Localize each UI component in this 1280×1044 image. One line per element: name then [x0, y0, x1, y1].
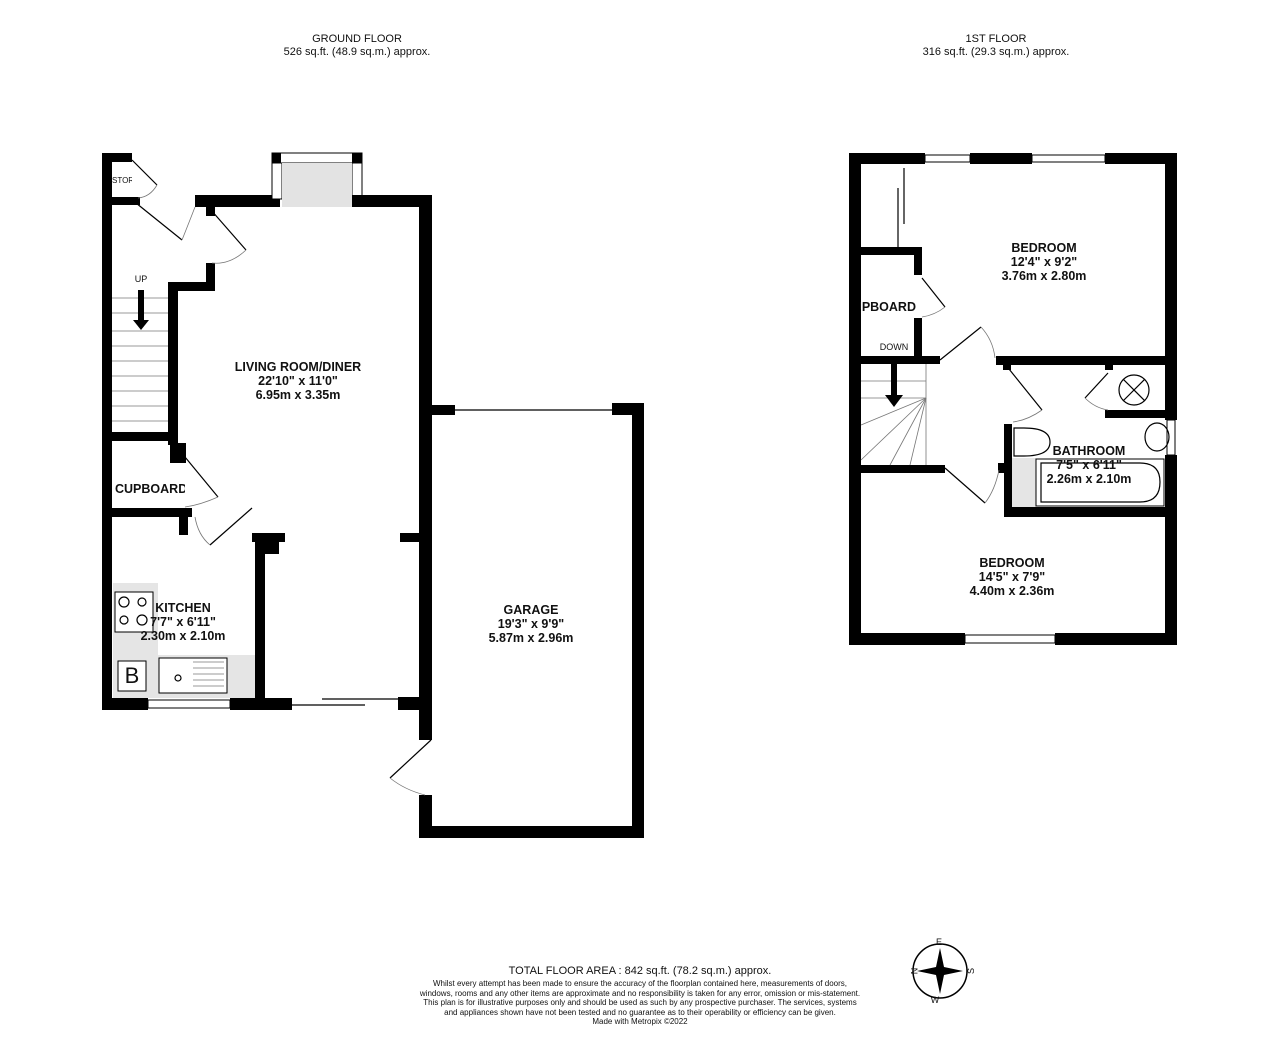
compass-icon [912, 943, 968, 999]
store-label: STORE [112, 176, 132, 185]
compass-label-s: S [966, 967, 977, 975]
room-label-cupboard-ground: CUPBOARD [115, 482, 185, 496]
room-label-cupboard-first: CUPBOARD [860, 300, 916, 314]
sink-icon [158, 657, 228, 694]
bathroom-fittings [1012, 374, 1170, 507]
ground-floor-header: GROUND FLOOR 526 sq.ft. (48.9 sq.m.) app… [207, 33, 507, 59]
stairs-arrow-icon [885, 395, 903, 407]
toilet-icon [1013, 427, 1051, 457]
first-floor-walls [849, 153, 1177, 645]
stairs-arrow-icon [133, 320, 149, 330]
first-floor-header: 1ST FLOOR 316 sq.ft. (29.3 sq.m.) approx… [846, 33, 1146, 59]
first-floor-stairs [860, 364, 927, 466]
credit: Made with Metropix ©2022 [592, 1017, 688, 1026]
boiler-icon [117, 660, 147, 692]
stairs-up-label: UP [134, 274, 148, 284]
compass-label-w: W [930, 995, 940, 1005]
room-label-living: LIVING ROOM/DINER 22'10" x 11'0" 6.95m x… [234, 360, 362, 402]
hob-icon [114, 591, 154, 633]
first-floor-doors [921, 277, 1109, 504]
washbasin-icon [1144, 422, 1170, 452]
ground-floor-title: GROUND FLOOR [312, 33, 402, 45]
cylinder-icon [1118, 374, 1150, 406]
kitchen-fittings [113, 583, 255, 698]
stairs-down-label: DOWN [879, 342, 909, 352]
room-label-bedroom-1: BEDROOM 12'4" x 9'2" 3.76m x 2.80m [1001, 241, 1087, 283]
room-label-bathroom: BATHROOM 7'5" x 6'11" 2.26m x 2.10m [1046, 444, 1132, 486]
first-floor-title: 1ST FLOOR [965, 33, 1027, 45]
ground-floor-stairs [112, 290, 168, 422]
room-label-kitchen: KITCHEN 7'7" x 6'11" 2.30m x 2.10m [140, 601, 226, 643]
bath-icon [1035, 458, 1165, 507]
ground-floor-doors [131, 159, 432, 796]
compass-label-n: N [909, 967, 920, 975]
first-floor-area: 316 sq.ft. (29.3 sq.m.) approx. [922, 46, 1070, 58]
ground-floor-walls [102, 152, 644, 838]
room-label-bedroom-2: BEDROOM 14'5" x 7'9" 4.40m x 2.36m [969, 556, 1055, 598]
total-floor-area: TOTAL FLOOR AREA : 842 sq.ft. (78.2 sq.m… [508, 965, 772, 977]
disclaimer: Whilst every attempt has been made to en… [419, 979, 861, 1017]
boiler-label: B [124, 663, 140, 688]
compass-label-e: E [935, 937, 943, 947]
footer: TOTAL FLOOR AREA : 842 sq.ft. (78.2 sq.m… [400, 965, 880, 1027]
room-label-garage: GARAGE 19'3" x 9'9" 5.87m x 2.96m [488, 603, 574, 645]
ground-floor-area: 526 sq.ft. (48.9 sq.m.) approx. [283, 46, 431, 58]
